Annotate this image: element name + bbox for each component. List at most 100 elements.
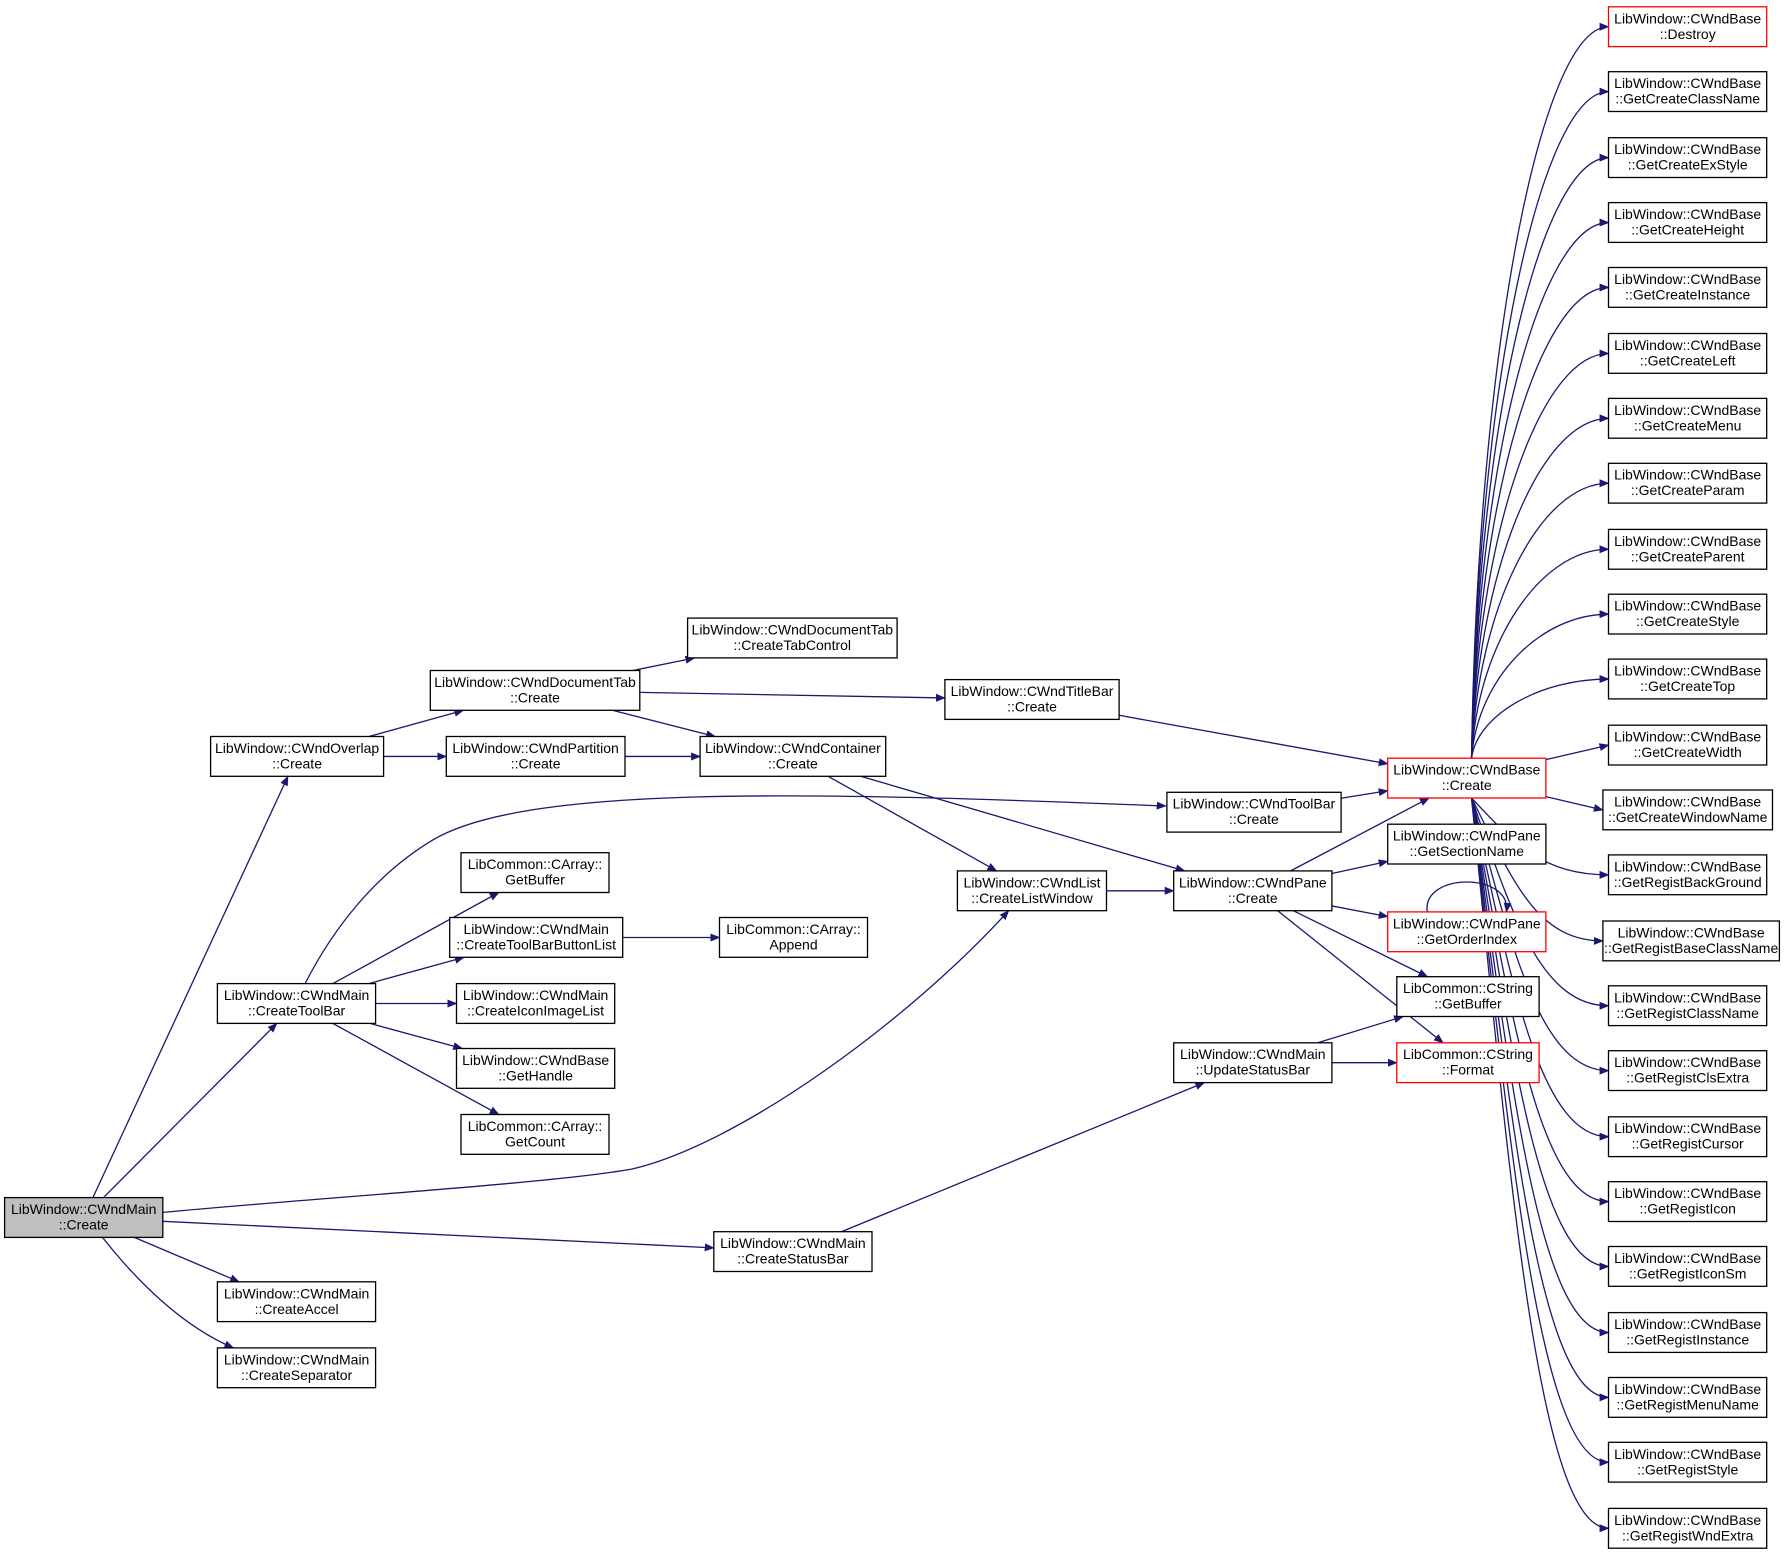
- node-label-namespace: LibWindow::CWndMain: [224, 1285, 370, 1301]
- node-label-method: ::GetCreateStyle: [1636, 613, 1740, 629]
- node-label-method: ::GetCreateHeight: [1631, 222, 1744, 238]
- node-label-namespace: LibWindow::CWndBase: [1614, 75, 1761, 91]
- node-label-namespace: LibWindow::CWndBase: [1618, 924, 1765, 940]
- call-edge: [1470, 218, 1610, 759]
- node-box: [1607, 1507, 1768, 1549]
- node-label-method: ::CreateToolBarButtonList: [456, 937, 616, 953]
- node-b-getregistcursor[interactable]: LibWindow::CWndBase::GetRegistCursor: [1607, 1116, 1768, 1158]
- node-overlap-create[interactable]: LibWindow::CWndOverlap::Create: [209, 735, 385, 777]
- node-b-getregistwndextra[interactable]: LibWindow::CWndBase::GetRegistWndExtra: [1607, 1507, 1768, 1549]
- node-b-getcreateclassname[interactable]: LibWindow::CWndBase::GetCreateClassName: [1607, 71, 1768, 113]
- node-carray-append[interactable]: LibCommon::CArray::Append: [718, 916, 869, 958]
- node-b-getcreateleft[interactable]: LibWindow::CWndBase::GetCreateLeft: [1607, 332, 1768, 374]
- node-doctab-create[interactable]: LibWindow::CWndDocumentTab::Create: [429, 669, 641, 711]
- node-pane-create[interactable]: LibWindow::CWndPane::Create: [1173, 870, 1333, 912]
- node-carray-getcount[interactable]: LibCommon::CArray::GetCount: [460, 1113, 610, 1155]
- node-toolbar-create[interactable]: LibWindow::CWndToolBar::Create: [1166, 791, 1342, 833]
- call-edge: [369, 1022, 464, 1050]
- node-b-getregistclsextra[interactable]: LibWindow::CWndBase::GetRegistClsExtra: [1607, 1050, 1768, 1092]
- node-box: [216, 1281, 377, 1323]
- node-box: [1607, 1311, 1768, 1354]
- node-base-create[interactable]: LibWindow::CWndBase::Create: [1387, 757, 1547, 799]
- node-pane-getsection[interactable]: LibWindow::CWndPane::GetSectionName: [1387, 823, 1547, 865]
- node-b-getcreateparam[interactable]: LibWindow::CWndBase::GetCreateParam: [1607, 462, 1768, 504]
- node-main-createstatusbar[interactable]: LibWindow::CWndMain::CreateStatusBar: [713, 1231, 873, 1273]
- node-b-getcreateinstance[interactable]: LibWindow::CWndBase::GetCreateInstance: [1607, 266, 1768, 308]
- node-b-getregisticon[interactable]: LibWindow::CWndBase::GetRegistIcon: [1607, 1181, 1768, 1223]
- node-cstring-format[interactable]: LibCommon::CString::Format: [1396, 1042, 1540, 1084]
- node-box: [1387, 911, 1547, 953]
- node-label-namespace: LibWindow::CWndBase: [462, 1052, 609, 1068]
- node-label-namespace: LibWindow::CWndBase: [1614, 729, 1761, 745]
- node-label-namespace: LibWindow::CWndMain: [11, 1201, 157, 1217]
- call-edge: [1290, 797, 1430, 872]
- call-edge: [1470, 87, 1610, 759]
- node-label-namespace: LibCommon::CArray::: [468, 1118, 603, 1134]
- node-doctab-createtab[interactable]: LibWindow::CWndDocumentTab::CreateTabCon…: [686, 617, 898, 659]
- node-label-namespace: LibWindow::CWndBase: [1614, 10, 1761, 26]
- node-b-getregistmenuname[interactable]: LibWindow::CWndBase::GetRegistMenuName: [1607, 1376, 1768, 1418]
- node-b-getregiststyle[interactable]: LibWindow::CWndBase::GetRegistStyle: [1607, 1441, 1768, 1483]
- node-container-create[interactable]: LibWindow::CWndContainer::Create: [699, 735, 887, 777]
- node-main-create[interactable]: LibWindow::CWndMain::Create: [3, 1196, 164, 1239]
- node-titlebar-create[interactable]: LibWindow::CWndTitleBar::Create: [944, 678, 1120, 721]
- node-b-getregisticonsm[interactable]: LibWindow::CWndBase::GetRegistIconSm: [1607, 1245, 1768, 1287]
- node-main-createtbblist[interactable]: LibWindow::CWndMain::CreateToolBarButton…: [449, 916, 624, 958]
- node-b-getcreateparent[interactable]: LibWindow::CWndBase::GetCreateParent: [1607, 528, 1768, 570]
- node-label-namespace: LibWindow::CWndBase: [1614, 1381, 1761, 1397]
- node-b-getcreatewindowname[interactable]: LibWindow::CWndBase::GetCreateWindowName: [1602, 789, 1774, 831]
- node-label-namespace: LibWindow::CWndBase: [1614, 598, 1761, 614]
- node-b-getcreatewidth[interactable]: LibWindow::CWndBase::GetCreateWidth: [1607, 724, 1768, 766]
- node-b-getcreateexstyle[interactable]: LibWindow::CWndBase::GetCreateExStyle: [1607, 137, 1768, 179]
- node-label-method: ::GetRegistStyle: [1637, 1461, 1738, 1477]
- node-box: [1396, 976, 1540, 1018]
- node-pane-getorder[interactable]: LibWindow::CWndPane::GetOrderIndex: [1387, 911, 1547, 953]
- node-label-namespace: LibWindow::CWndBase: [1614, 1120, 1761, 1136]
- node-cstring-getbuffer[interactable]: LibCommon::CString::GetBuffer: [1396, 976, 1540, 1018]
- node-main-createiconlist[interactable]: LibWindow::CWndMain::CreateIconImageList: [455, 982, 616, 1025]
- node-carray-getbuffer[interactable]: LibCommon::CArray::GetBuffer: [460, 852, 610, 894]
- node-box: [1607, 137, 1768, 179]
- node-partition-create[interactable]: LibWindow::CWndPartition::Create: [445, 735, 626, 777]
- call-edge: [92, 775, 289, 1198]
- node-main-createsep[interactable]: LibWindow::CWndMain::CreateSeparator: [216, 1347, 377, 1389]
- node-box: [718, 916, 869, 958]
- node-b-getregistclassname[interactable]: LibWindow::CWndBase::GetRegistClassName: [1607, 985, 1768, 1027]
- node-box: [1607, 397, 1768, 439]
- node-b-getcreateheight[interactable]: LibWindow::CWndBase::GetCreateHeight: [1607, 201, 1768, 244]
- node-label-method: ::GetCreateWindowName: [1608, 809, 1768, 825]
- node-b-getcreatestyle[interactable]: LibWindow::CWndBase::GetCreateStyle: [1607, 593, 1768, 635]
- node-label-method: ::GetCreateParent: [1631, 548, 1745, 564]
- node-label-method: ::GetCreateTop: [1640, 678, 1735, 694]
- node-b-getregistinstance[interactable]: LibWindow::CWndBase::GetRegistInstance: [1607, 1311, 1768, 1354]
- node-b-getcreatemenu[interactable]: LibWindow::CWndBase::GetCreateMenu: [1607, 397, 1768, 439]
- node-label-namespace: LibWindow::CWndPane: [1393, 915, 1541, 931]
- node-b-getcreatetop[interactable]: LibWindow::CWndBase::GetCreateTop: [1607, 658, 1768, 700]
- node-base-gethandle[interactable]: LibWindow::CWndBase::GetHandle: [455, 1047, 616, 1089]
- node-label-namespace: LibWindow::CWndBase: [1614, 467, 1761, 483]
- call-edge: [612, 709, 717, 739]
- node-main-updatestatusbar[interactable]: LibWindow::CWndMain::UpdateStatusBar: [1173, 1042, 1333, 1084]
- node-label-method: ::GetRegistMenuName: [1616, 1396, 1759, 1412]
- node-box: [1607, 528, 1768, 570]
- node-main-createaccel[interactable]: LibWindow::CWndMain::CreateAccel: [216, 1281, 377, 1323]
- node-label-method: ::GetRegistInstance: [1626, 1332, 1749, 1348]
- node-box: [1607, 201, 1768, 244]
- node-box: [956, 870, 1108, 912]
- node-label-method: ::GetRegistIconSm: [1629, 1266, 1747, 1282]
- node-label-namespace: LibWindow::CWndDocumentTab: [692, 622, 894, 638]
- node-box: [1173, 1042, 1333, 1084]
- node-b-destroy[interactable]: LibWindow::CWndBase::Destroy: [1607, 6, 1768, 48]
- node-b-getregistbaseclassname[interactable]: LibWindow::CWndBase::GetRegistBaseClassN…: [1602, 920, 1781, 962]
- node-b-getregistbackground[interactable]: LibWindow::CWndBase::GetRegistBackGround: [1607, 854, 1768, 896]
- node-list-create[interactable]: LibWindow::CWndList::CreateListWindow: [956, 870, 1108, 912]
- node-label-namespace: LibWindow::CWndBase: [1614, 1512, 1761, 1528]
- node-box: [1387, 757, 1547, 799]
- node-label-method: ::GetCreateClassName: [1615, 91, 1760, 107]
- node-main-createtoolbar[interactable]: LibWindow::CWndMain::CreateToolBar: [216, 982, 377, 1025]
- node-label-namespace: LibWindow::CWndMain: [720, 1235, 866, 1251]
- node-box: [3, 1196, 164, 1239]
- call-edge: [304, 795, 1167, 984]
- node-label-namespace: LibWindow::CWndBase: [1614, 1316, 1761, 1332]
